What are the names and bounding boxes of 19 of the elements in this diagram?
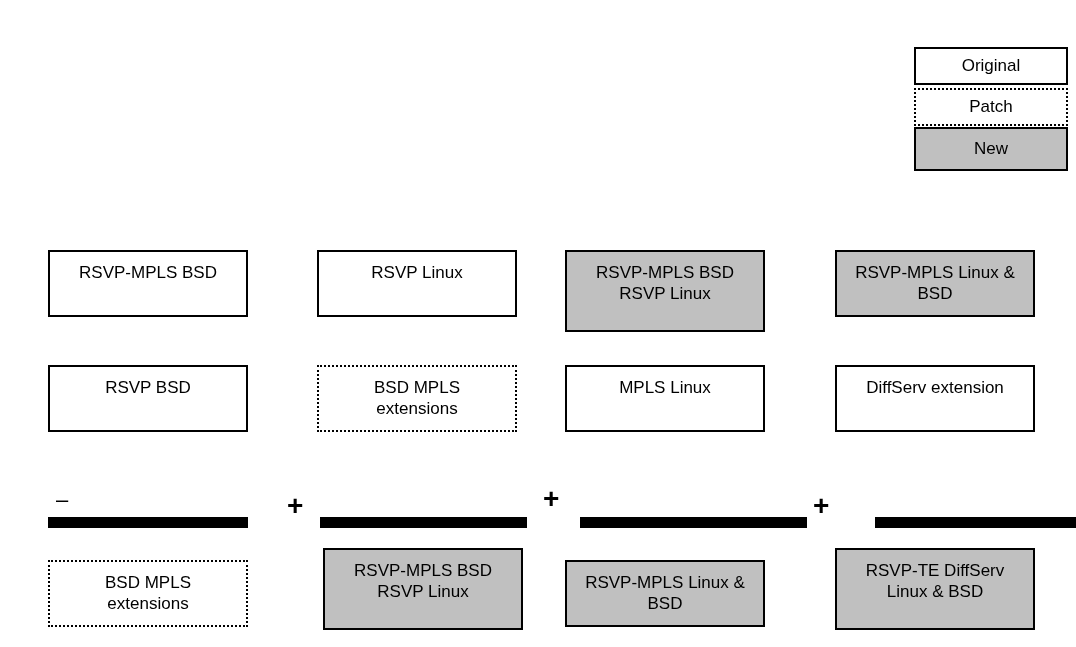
legend-item: New <box>914 127 1068 171</box>
operator-sign: – <box>56 486 69 514</box>
component-box: RSVP-MPLS BSD RSVP Linux <box>565 250 765 332</box>
legend-item: Patch <box>914 88 1068 126</box>
component-box: RSVP BSD <box>48 365 248 432</box>
component-box: RSVP-MPLS BSD RSVP Linux <box>323 548 523 630</box>
component-box: MPLS Linux <box>565 365 765 432</box>
component-box: RSVP Linux <box>317 250 517 317</box>
operator-sign: + <box>287 492 304 520</box>
component-box: DiffServ extension <box>835 365 1035 432</box>
operator-sign: + <box>543 485 560 513</box>
operator-sign: + <box>813 492 830 520</box>
component-box: RSVP-TE DiffServ Linux & BSD <box>835 548 1035 630</box>
legend-item: Original <box>914 47 1068 85</box>
component-box: RSVP-MPLS Linux & BSD <box>565 560 765 627</box>
component-box: BSD MPLS extensions <box>317 365 517 432</box>
component-box: BSD MPLS extensions <box>48 560 248 627</box>
component-box: RSVP-MPLS Linux & BSD <box>835 250 1035 317</box>
component-box: RSVP-MPLS BSD <box>48 250 248 317</box>
